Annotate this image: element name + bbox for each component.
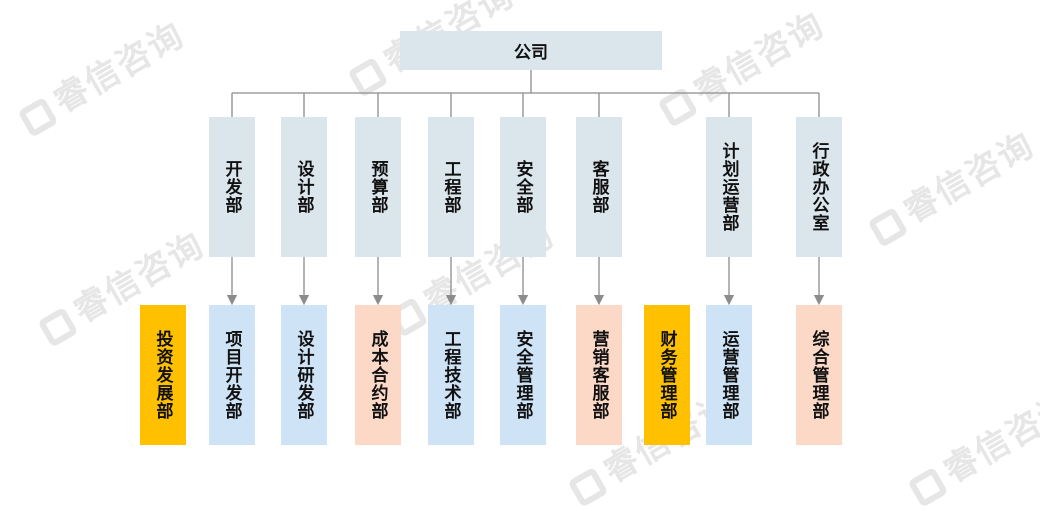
sub-unit-node: 财务管理部 bbox=[644, 305, 690, 445]
dept-label: 行政办公室 bbox=[808, 142, 829, 232]
dept-node: 安全部 bbox=[500, 117, 546, 257]
dept-node: 设计部 bbox=[281, 117, 327, 257]
sub-unit-label: 财务管理部 bbox=[656, 330, 677, 420]
sub-unit-node: 工程技术部 bbox=[428, 305, 474, 445]
sub-unit-label: 安全管理部 bbox=[512, 330, 533, 420]
dept-node: 行政办公室 bbox=[796, 117, 842, 257]
sub-unit-label: 综合管理部 bbox=[808, 330, 829, 420]
dept-label: 设计部 bbox=[293, 160, 314, 214]
dept-label: 计划运营部 bbox=[718, 142, 739, 232]
sub-unit-label: 成本合约部 bbox=[367, 330, 388, 420]
sub-unit-node: 成本合约部 bbox=[355, 305, 401, 445]
dept-label: 工程部 bbox=[440, 160, 461, 214]
sub-unit-label: 营销客服部 bbox=[588, 330, 609, 420]
sub-unit-node: 安全管理部 bbox=[500, 305, 546, 445]
sub-unit-node: 运营管理部 bbox=[706, 305, 752, 445]
dept-node: 工程部 bbox=[428, 117, 474, 257]
dept-node: 预算部 bbox=[355, 117, 401, 257]
dept-label: 预算部 bbox=[367, 160, 388, 214]
sub-unit-label: 设计研发部 bbox=[293, 330, 314, 420]
dept-label: 安全部 bbox=[512, 160, 533, 214]
sub-unit-label: 运营管理部 bbox=[718, 330, 739, 420]
sub-unit-node: 综合管理部 bbox=[796, 305, 842, 445]
sub-unit-label: 投资发展部 bbox=[152, 330, 173, 420]
sub-unit-node: 投资发展部 bbox=[140, 305, 186, 445]
connector-lines bbox=[226, 70, 825, 306]
sub-unit-node: 营销客服部 bbox=[576, 305, 622, 445]
dept-node: 客服部 bbox=[576, 117, 622, 257]
dept-label: 开发部 bbox=[221, 160, 242, 214]
root-label: 公司 bbox=[514, 43, 548, 63]
sub-unit-node: 设计研发部 bbox=[281, 305, 327, 445]
sub-unit-label: 项目开发部 bbox=[221, 330, 242, 420]
sub-unit-node: 项目开发部 bbox=[209, 305, 255, 445]
dept-node: 计划运营部 bbox=[706, 117, 752, 257]
sub-unit-label: 工程技术部 bbox=[440, 330, 461, 420]
dept-node: 开发部 bbox=[209, 117, 255, 257]
dept-label: 客服部 bbox=[588, 160, 609, 214]
root-node: 公司 bbox=[400, 31, 662, 70]
